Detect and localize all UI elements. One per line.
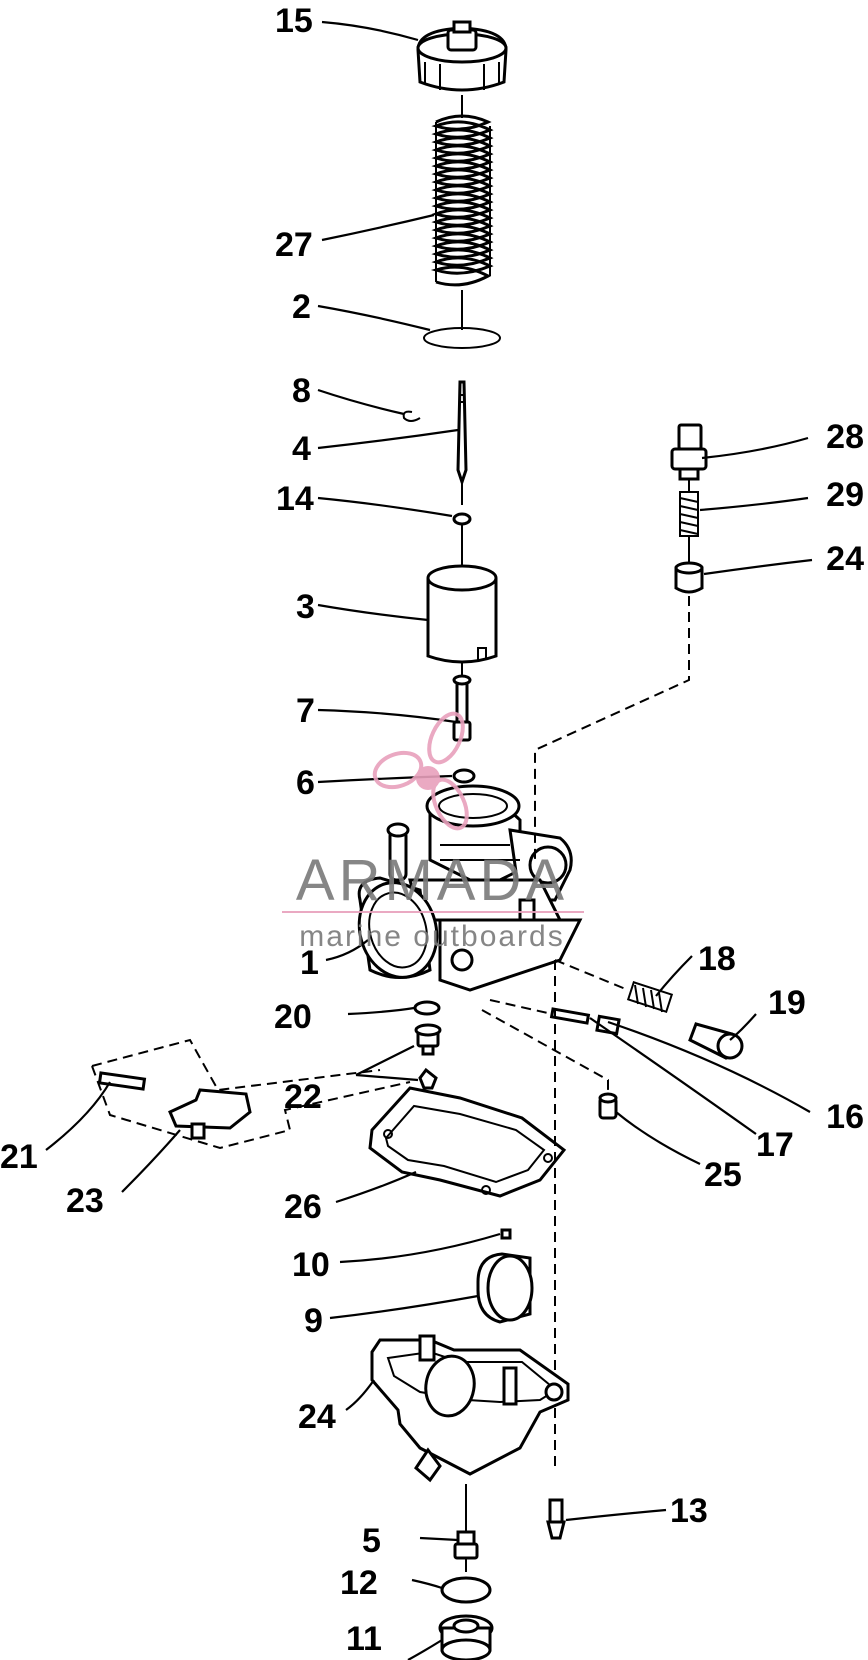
part-float-bowl: [370, 1334, 570, 1483]
callout-27: 27: [275, 226, 313, 264]
callout-4: 4: [292, 430, 311, 468]
part-seat-washer: [413, 1000, 441, 1016]
part-needle-valve-seat: [414, 1023, 442, 1056]
part-jet-washer: [452, 768, 476, 784]
watermark-brand: ARMADA: [296, 848, 568, 913]
callout-6: 6: [296, 764, 315, 802]
part-bowl-screw: [546, 1498, 566, 1540]
callout-1: 1: [300, 944, 319, 982]
part-needle: [456, 380, 468, 487]
armada-logo-icon: [372, 711, 469, 831]
part-plunger: [674, 561, 704, 594]
callout-24-bottom: 24: [298, 1398, 336, 1436]
watermark: ARMADA marine outboards: [282, 711, 584, 953]
plunger-axis-line: [534, 596, 690, 860]
callout-28: 28: [826, 418, 864, 456]
part-idle-screw: [688, 1022, 744, 1060]
part-clip: [402, 410, 421, 422]
part-plate: [423, 327, 501, 349]
part-washer: [452, 512, 472, 526]
part-pilot-screw: [549, 1007, 621, 1036]
part-float-arm: [168, 1088, 252, 1140]
callout-17: 17: [756, 1126, 794, 1164]
callout-13: 13: [670, 1492, 708, 1530]
callout-10: 10: [292, 1246, 330, 1284]
callout-5: 5: [362, 1522, 381, 1560]
callout-3: 3: [296, 588, 315, 626]
callout-8: 8: [292, 372, 311, 410]
callout-21: 21: [0, 1138, 38, 1176]
idle-screw-axis: [554, 959, 629, 991]
callout-11: 11: [346, 1620, 382, 1658]
callout-26: 26: [284, 1188, 322, 1226]
part-float: [476, 1252, 534, 1324]
part-idle-spring: [626, 981, 674, 1013]
callout-19: 19: [768, 984, 806, 1022]
callout-16: 16: [826, 1098, 864, 1136]
callout-22: 22: [284, 1078, 322, 1116]
part-float-pin: [97, 1071, 147, 1091]
callout-14: 14: [276, 480, 314, 518]
part-throttle-slide: [426, 564, 498, 664]
part-cap: [416, 20, 508, 92]
part-float-bowl-gasket: [368, 1086, 567, 1198]
part-o-ring: [440, 1576, 492, 1604]
part-choke-plunger: [670, 423, 708, 481]
part-float-needle: [418, 1067, 438, 1090]
plug-axis: [481, 1009, 609, 1092]
callout-25: 25: [704, 1156, 742, 1194]
callout-23: 23: [66, 1182, 104, 1220]
part-drain-plug: [438, 1614, 494, 1660]
callout-29: 29: [826, 476, 864, 514]
watermark-tagline: marine outboards: [299, 920, 564, 953]
leader-lines: [45, 20, 813, 1660]
float-arm-bracket: [91, 1038, 411, 1150]
part-plunger-spring: [679, 491, 699, 537]
callout-12: 12: [340, 1564, 378, 1602]
callout-18: 18: [698, 940, 736, 978]
part-plug: [598, 1092, 618, 1120]
callout-2: 2: [292, 288, 311, 326]
callout-15: 15: [275, 2, 313, 40]
part-carburetor-body: [357, 784, 583, 992]
callout-20: 20: [274, 998, 312, 1036]
part-spring: [430, 114, 494, 287]
part-float-pin-small: [500, 1228, 512, 1240]
callout-9: 9: [304, 1302, 323, 1340]
pilot-screw-axis: [489, 999, 553, 1015]
part-main-jet: [453, 1530, 479, 1560]
callout-24-top: 24: [826, 540, 864, 578]
callout-7: 7: [296, 692, 315, 730]
